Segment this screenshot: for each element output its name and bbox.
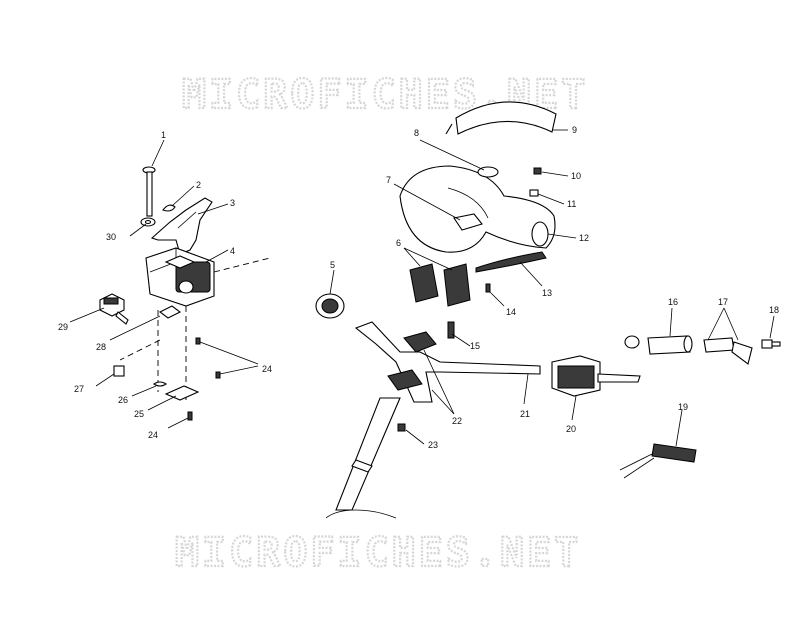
bracket-part-3	[150, 197, 213, 255]
callout-7: 7	[386, 175, 391, 185]
bolt-part-15	[447, 321, 455, 339]
washer-part-30	[140, 217, 156, 227]
nut-part-27	[113, 365, 125, 377]
callout-24-right: 24	[262, 364, 272, 374]
grommet-part-5	[315, 293, 345, 319]
callout-15: 15	[470, 341, 480, 351]
callout-1: 1	[161, 130, 166, 140]
callout-9: 9	[572, 125, 577, 135]
left-assembly	[99, 166, 271, 421]
cable-part-19	[619, 443, 697, 479]
callout-20: 20	[566, 424, 576, 434]
callout-6: 6	[396, 238, 401, 248]
callout-labels: 1 2 3 4 5 6 7 8 9 10 11 12 13 14 15 16 1…	[58, 125, 779, 450]
callout-30: 30	[106, 232, 116, 242]
callout-28: 28	[96, 342, 106, 352]
callout-21: 21	[520, 409, 530, 419]
grip-part-16	[647, 335, 693, 355]
leader-lines	[69, 129, 775, 447]
cap-small	[624, 335, 640, 349]
callout-11: 11	[567, 199, 576, 209]
callout-17: 17	[718, 297, 728, 307]
callout-23: 23	[428, 440, 438, 450]
throttle-housing-part-20	[551, 355, 641, 397]
callout-29: 29	[58, 322, 68, 332]
callout-14: 14	[506, 307, 516, 317]
bolt-part-1	[142, 166, 156, 217]
callout-24-bottom: 24	[148, 430, 158, 440]
watermark-bottom: MICROFICHES.NET	[175, 530, 581, 576]
pad-assembly	[399, 101, 557, 273]
strap-part-9	[455, 101, 557, 135]
steering-post	[325, 397, 401, 519]
callout-22: 22	[452, 416, 462, 426]
clip-part-2	[162, 204, 176, 212]
callout-18: 18	[769, 305, 779, 315]
callout-19: 19	[678, 402, 688, 412]
bolt-part-18	[761, 339, 781, 349]
callout-8: 8	[414, 128, 419, 138]
trim-part-13	[475, 251, 547, 273]
callout-16: 16	[668, 297, 678, 307]
center-assembly	[315, 263, 541, 519]
handlebar-part-21	[354, 321, 541, 403]
clamp-part-22	[387, 331, 437, 391]
callout-5: 5	[330, 260, 335, 270]
right-assembly	[551, 335, 781, 479]
mount-blocks-part-6	[409, 263, 471, 307]
grip-part-17	[703, 337, 753, 365]
callout-4: 4	[230, 246, 235, 256]
callout-3: 3	[230, 198, 235, 208]
nut-part-23	[397, 423, 406, 432]
callout-27: 27	[74, 384, 84, 394]
screws-part-24	[187, 337, 221, 421]
screw-part-14	[485, 283, 491, 293]
pad-part-12	[399, 165, 556, 253]
nut-part-10	[533, 167, 542, 175]
nut-part-11	[529, 189, 539, 197]
callout-2: 2	[196, 180, 201, 190]
clamp-part-29	[99, 293, 129, 325]
plate-part-25	[164, 385, 200, 401]
plate-part-28	[158, 305, 182, 319]
callout-25: 25	[134, 409, 144, 419]
switch-housing-part-4	[145, 247, 215, 307]
clip-part-26	[153, 381, 167, 387]
guide-line-4	[213, 257, 271, 273]
guide-line-left-c	[119, 339, 161, 361]
callout-10: 10	[571, 171, 581, 181]
callout-13: 13	[542, 288, 552, 298]
callout-12: 12	[579, 233, 589, 243]
watermark-top: MICROFICHES.NET	[182, 72, 588, 118]
callout-26: 26	[118, 395, 128, 405]
strap-end-9	[445, 123, 453, 135]
